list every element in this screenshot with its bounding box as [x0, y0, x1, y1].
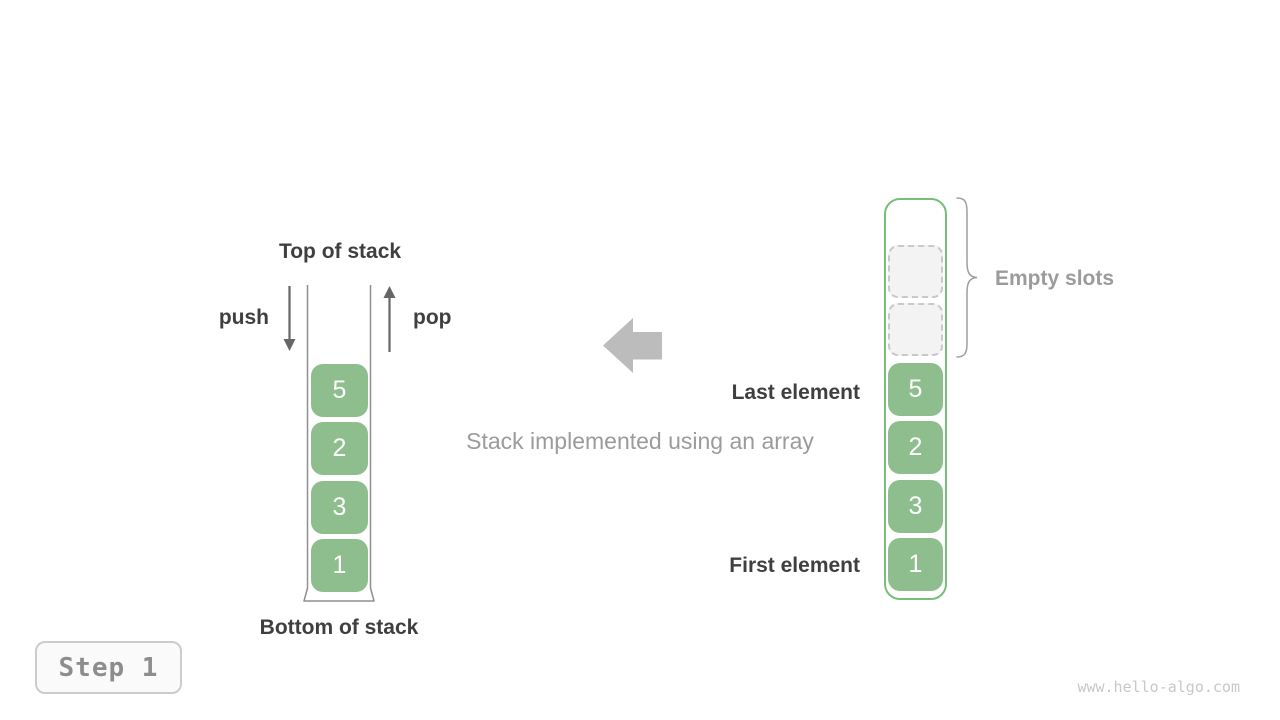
step-badge: Step 1 — [35, 641, 182, 694]
bottom-of-stack-label: Bottom of stack — [259, 616, 419, 639]
pop-label: pop — [413, 306, 452, 329]
left-stack-element: 3 — [311, 481, 368, 534]
left-block-arrow-icon — [603, 318, 662, 373]
last-element-label: Last element — [731, 381, 860, 404]
array-element: 5 — [888, 363, 943, 416]
empty-slots-brace — [956, 197, 978, 358]
empty-slots-label: Empty slots — [995, 267, 1115, 290]
top-of-stack-label: Top of stack — [278, 240, 402, 263]
push-label: push — [218, 306, 269, 329]
empty-slot — [888, 245, 943, 298]
watermark-url: www.hello-algo.com — [1077, 678, 1240, 696]
left-stack-element: 1 — [311, 539, 368, 592]
diagram-caption: Stack implemented using an array — [466, 428, 814, 454]
array-element: 1 — [888, 538, 943, 591]
empty-slot — [888, 303, 943, 356]
array-element: 3 — [888, 480, 943, 533]
left-stack-element: 5 — [311, 364, 368, 417]
array-element: 2 — [888, 421, 943, 474]
left-stack-element: 2 — [311, 422, 368, 475]
pop-up-arrow-icon — [383, 286, 396, 352]
push-down-arrow-icon — [283, 286, 296, 351]
first-element-label: First element — [729, 554, 860, 577]
